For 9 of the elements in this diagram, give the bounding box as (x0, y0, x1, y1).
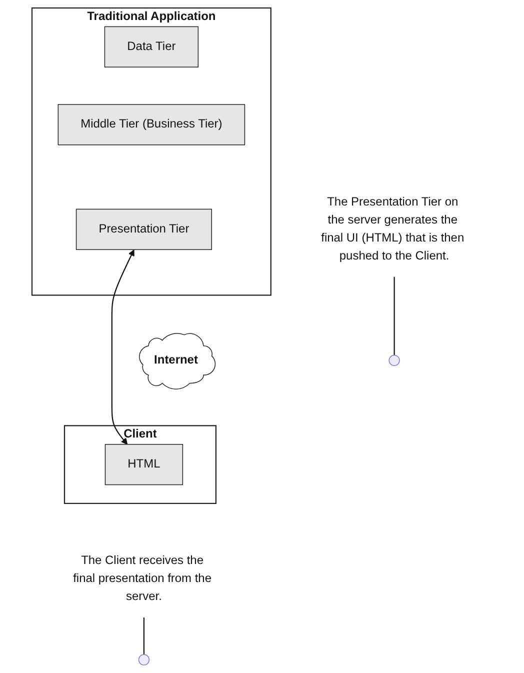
node-text: The Presentation Tier on the server generates the final UI (HTML) that is then pushed to the Client. (321, 196, 464, 262)
node-box: Data Tier (104, 26, 199, 68)
node-box: HTML (105, 444, 184, 486)
node-box: Middle Tier (Business Tier) (58, 104, 246, 146)
node-box: Presentation Tier (76, 208, 212, 250)
connector (394, 276, 396, 356)
node-text: The Client receives the final presentation from the server. (73, 554, 212, 603)
arrow (112, 250, 135, 445)
connector (144, 617, 145, 655)
